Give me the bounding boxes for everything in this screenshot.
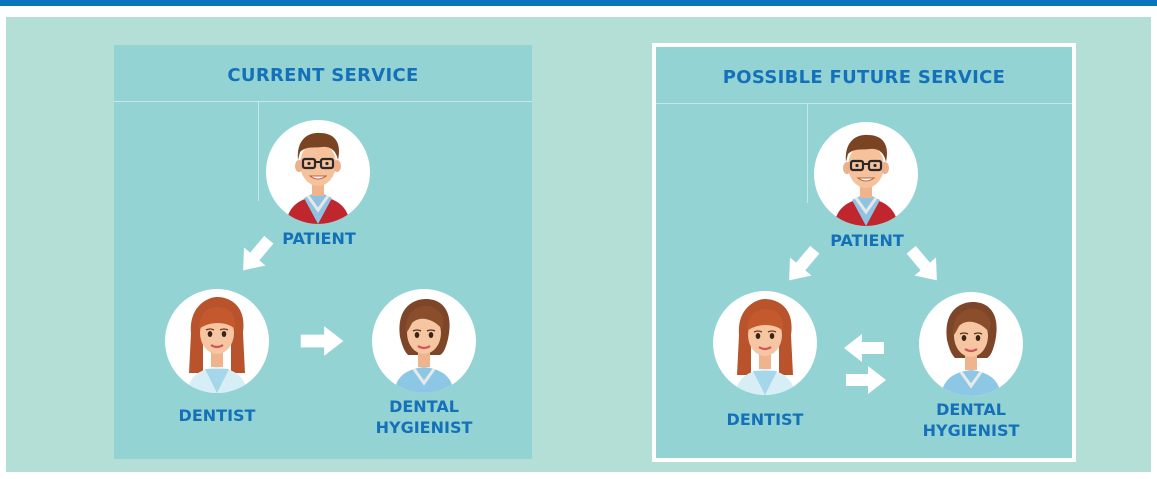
patient-label: PATIENT [282,229,356,248]
future-service-title: POSSIBLE FUTURE SERVICE [722,67,1006,88]
arrow-dentist-to-hygienist-icon [844,365,888,395]
current-service-header: CURRENT SERVICE [114,45,532,102]
future-service-header: POSSIBLE FUTURE SERVICE [656,47,1072,104]
dentist-avatar [165,289,269,393]
hygienist-avatar [372,289,476,393]
future-service-panel: POSSIBLE FUTURE SERVICE PATIENT DENTIST … [652,43,1076,462]
divider-line [807,104,808,203]
current-service-title: CURRENT SERVICE [227,65,419,86]
divider-line [258,102,259,201]
hygienist-label: DENTAL HYGIENIST [922,400,1020,440]
dentist-label: DENTIST [178,406,256,425]
patient-avatar [814,122,918,226]
dentist-figure-icon [713,291,817,395]
arrow-hygienist-to-dentist-icon [842,333,886,363]
hygienist-avatar [919,292,1023,396]
arrow-patient-to-dentist-icon [780,243,824,287]
patient-avatar [266,120,370,224]
arrow-patient-to-hygienist-icon [902,243,946,287]
patient-figure-icon [266,120,370,224]
dentist-figure-icon [165,289,269,393]
patient-label: PATIENT [830,231,904,250]
arrow-patient-to-dentist-icon [234,233,278,277]
patient-figure-icon [814,122,918,226]
hygienist-figure-icon [372,289,476,393]
hygienist-figure-icon [919,292,1023,396]
top-accent-bar [0,0,1157,6]
dentist-label: DENTIST [726,410,804,429]
hygienist-label: DENTAL HYGIENIST [375,397,473,437]
current-service-panel: CURRENT SERVICE PATIENT DENTIST DENTAL H… [114,45,532,459]
dentist-avatar [713,291,817,395]
arrow-dentist-to-hygienist-icon [298,325,346,357]
diagram-canvas: CURRENT SERVICE PATIENT DENTIST DENTAL H… [6,17,1151,472]
